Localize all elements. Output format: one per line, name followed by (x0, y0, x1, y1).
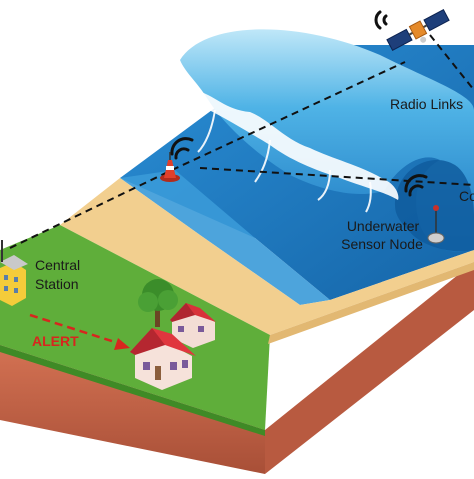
house-icon (130, 328, 196, 390)
satellite-icon (386, 9, 450, 51)
beach-sand (60, 178, 474, 335)
grass-edge-left (0, 345, 265, 436)
alert-arrow (29, 313, 130, 350)
partial-label-right: Co (459, 188, 474, 204)
central-station-label-line2: Station (35, 276, 79, 292)
buoy-icon (160, 152, 180, 182)
wave-foam (195, 90, 399, 200)
central-station-label-line1: Central (35, 257, 81, 273)
house-icon (170, 303, 216, 348)
shallow-water (120, 170, 330, 305)
alert-label: ALERT (32, 333, 79, 349)
soil-front-right (265, 262, 474, 474)
radio-link-lines (9, 34, 474, 249)
tree-icon (138, 279, 178, 327)
underwater-sensor-label-line2: Sensor Node (341, 236, 423, 252)
foam-drips (197, 109, 372, 213)
soil-front-left (0, 345, 265, 474)
central-station-icon (0, 240, 28, 306)
sand-edge-right (268, 262, 474, 344)
radio-links-label: Radio Links (390, 96, 464, 112)
grass-land (0, 225, 270, 430)
tsunami-wave (180, 29, 474, 252)
wifi-icon (170, 10, 428, 197)
sensor-node-icon (427, 205, 445, 244)
underwater-sensor-label-line1: Underwater (346, 218, 420, 234)
